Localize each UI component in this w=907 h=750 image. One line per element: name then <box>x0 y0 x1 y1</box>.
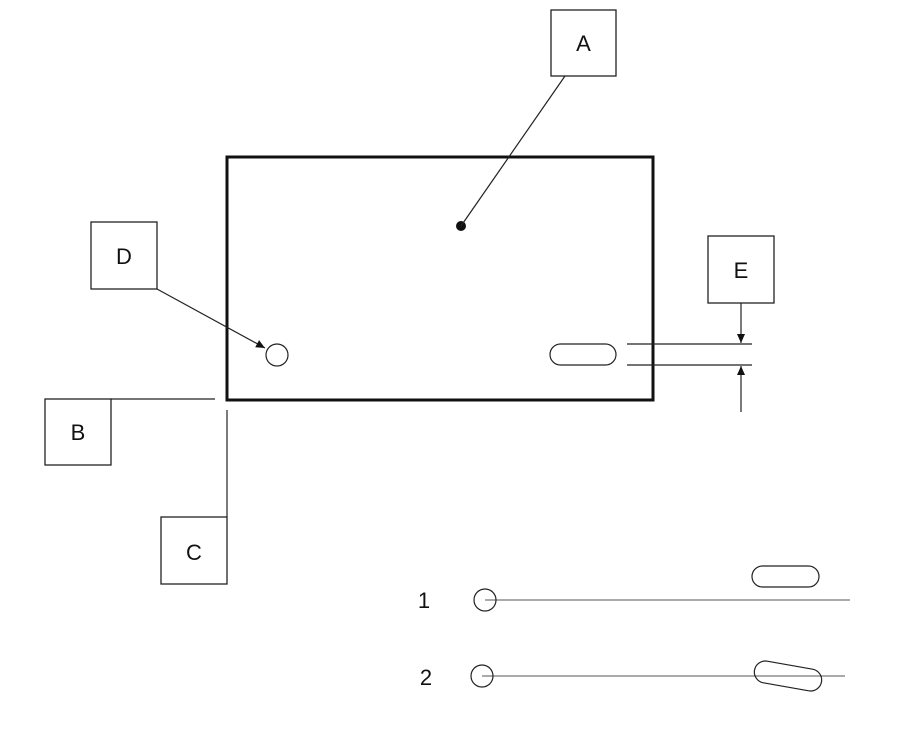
round-hole <box>265 343 289 367</box>
leader-a <box>460 75 566 227</box>
row-number-1: 1 <box>418 588 430 613</box>
row-number-2: 2 <box>420 665 432 690</box>
leader-d <box>156 288 266 349</box>
row-2-round-hole <box>470 664 494 688</box>
row-2-slot-tilted <box>753 660 823 692</box>
callout-box-a <box>550 9 617 77</box>
callout-label-b: B <box>71 420 86 445</box>
plate-outline <box>225 155 655 402</box>
callout-label-e: E <box>734 258 749 283</box>
callout-box-e <box>707 235 775 304</box>
callout-box-d <box>90 221 158 290</box>
slot-hole <box>549 343 617 366</box>
row-1-slot <box>751 565 820 588</box>
row-1-round-hole <box>473 588 497 612</box>
callout-label-a: A <box>576 31 591 56</box>
callout-box-b <box>44 398 112 466</box>
callout-box-c <box>160 516 228 585</box>
callout-label-c: C <box>186 540 202 565</box>
callout-label-d: D <box>116 244 132 269</box>
